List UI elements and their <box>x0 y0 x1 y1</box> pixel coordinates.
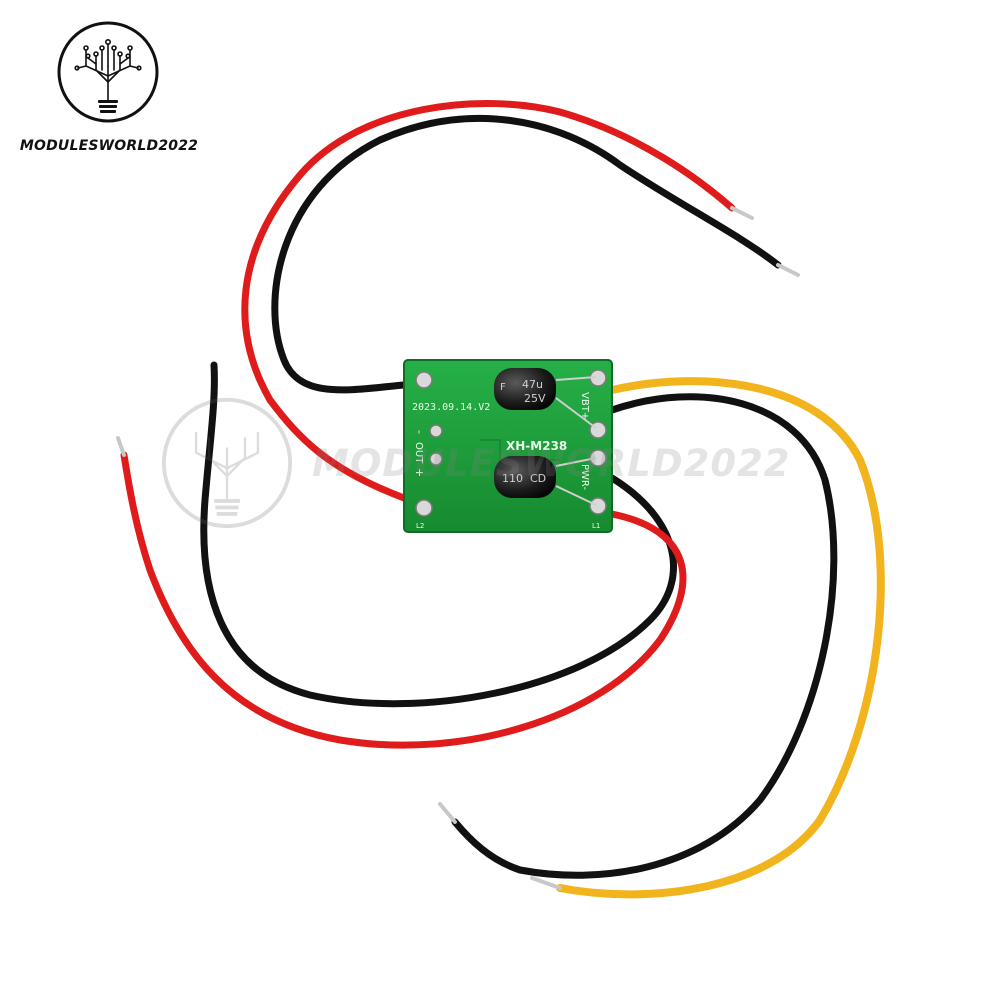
cap-top-value: 47u <box>522 378 543 391</box>
board-out-label: OUT <box>413 442 424 464</box>
board-out-minus: - <box>413 430 426 434</box>
pad-bottom-left <box>415 499 433 517</box>
capacitor-top <box>494 368 597 429</box>
board-vbt-label: VBT+ <box>579 392 590 420</box>
board-corner-label-right: L1 <box>592 522 600 530</box>
cap-bottom-mark: CD <box>530 472 546 485</box>
red-wire-top-tip <box>730 206 754 220</box>
board-model-label: XH-M238 <box>506 439 567 453</box>
watermark-text: MODULESWORLD2022 <box>312 442 791 485</box>
pad-top-left <box>415 371 433 389</box>
cap-top-voltage: 25V <box>524 392 546 405</box>
brand-logo <box>57 21 159 123</box>
cap-bottom-code: 110 <box>502 472 523 485</box>
black-wire-right-tip <box>438 802 457 824</box>
red-wire-left <box>120 451 687 749</box>
pad-bottom-right <box>589 497 607 515</box>
circuit-tree-bulb-icon <box>74 38 142 101</box>
black-wire-left <box>200 361 677 708</box>
board-date-label: 2023.09.14.V2 <box>412 402 490 413</box>
yellow-wire-tip <box>530 876 562 890</box>
red-wire-left-tip <box>116 436 126 457</box>
yellow-wire <box>556 377 885 899</box>
pcb-board: 2023.09.14.V2 XH-M238 - OUT + VBT+ PWR- … <box>403 359 613 533</box>
black-wire-right <box>451 393 838 879</box>
cap-top-mark: F <box>500 382 506 393</box>
pad-pwr <box>589 449 607 467</box>
watermark-logo-icon <box>161 397 293 529</box>
board-out-plus: + <box>413 468 426 477</box>
pad-out-plus <box>429 452 443 466</box>
black-wire-top-tip <box>776 263 800 277</box>
black-wire-top <box>271 115 782 394</box>
capacitor-bottom <box>494 456 597 506</box>
board-pwr-label: PWR- <box>579 464 590 490</box>
red-wire-top <box>241 99 736 502</box>
brand-name: MODULESWORLD2022 <box>19 138 199 154</box>
bulb-base <box>98 100 118 113</box>
pad-out-minus <box>429 424 443 438</box>
board-corner-label-left: L2 <box>416 522 424 530</box>
